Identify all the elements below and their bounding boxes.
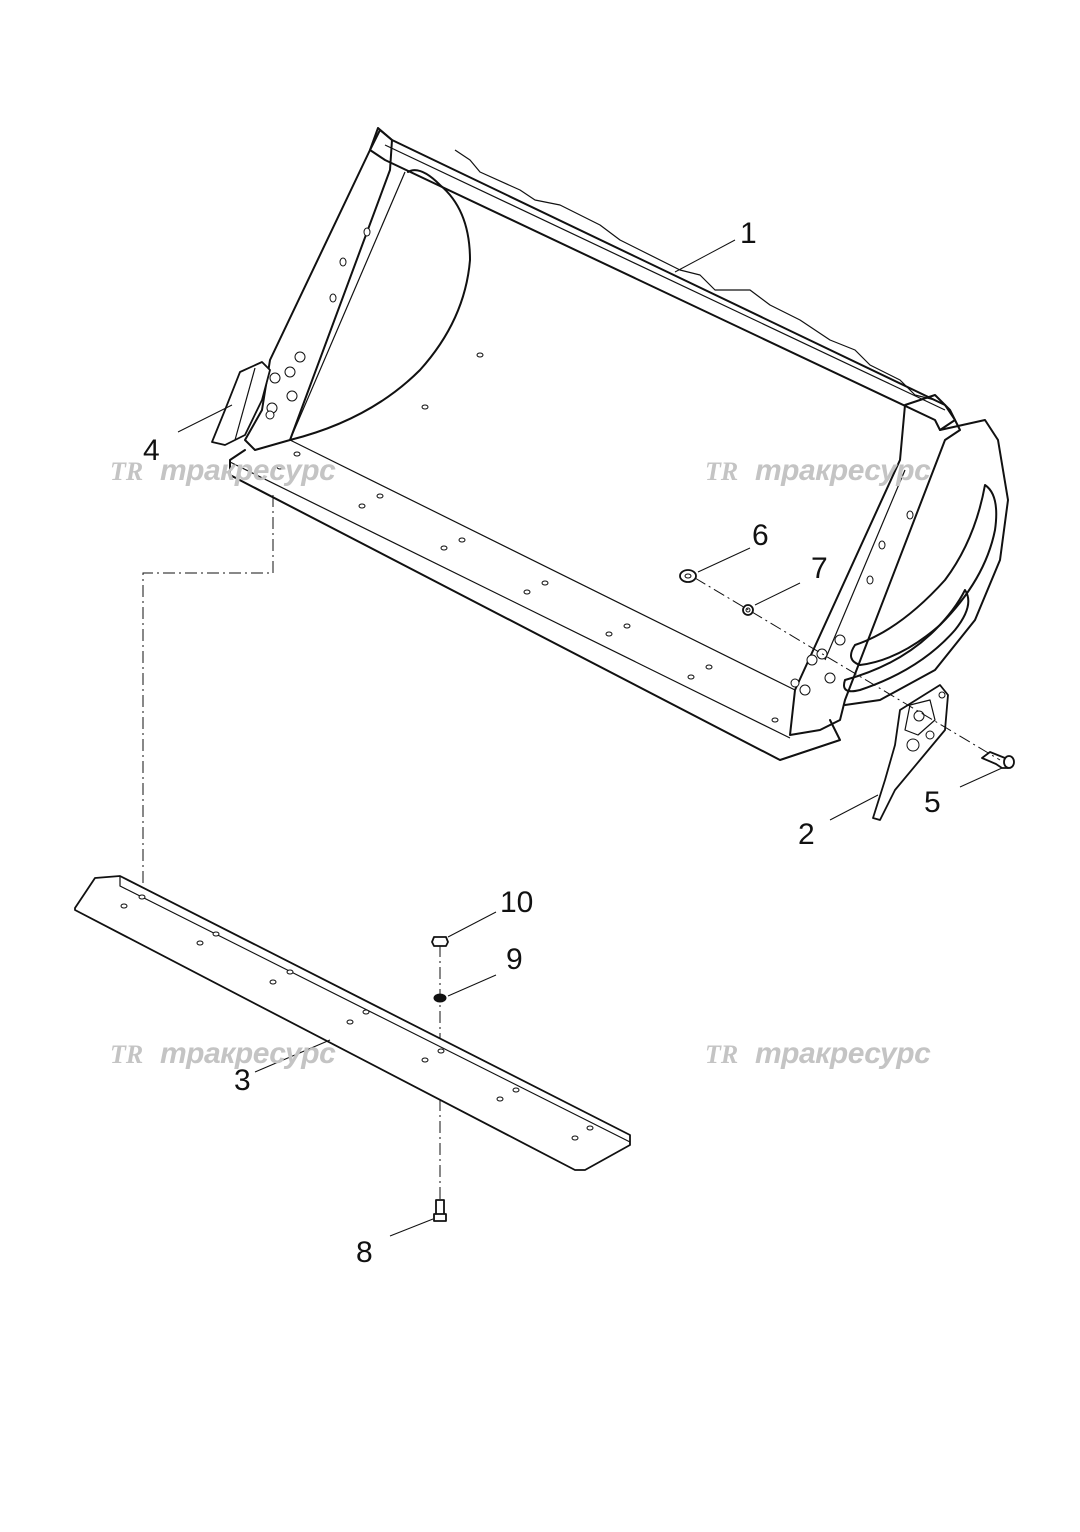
bucket-bottom-inner bbox=[229, 461, 791, 739]
watermark-logo: TR bbox=[705, 1040, 738, 1069]
left-cutter-fold bbox=[234, 367, 256, 441]
right-side-cutter-part-2 bbox=[872, 684, 949, 821]
callout-5: 5 bbox=[924, 786, 941, 819]
bottom-plate-holes bbox=[276, 451, 779, 723]
cutting-edge-bevel bbox=[119, 876, 631, 1143]
bucket-top-ribs bbox=[454, 149, 936, 401]
watermark-text: тракресурс bbox=[755, 1037, 931, 1070]
watermark-bottom-right: TR тракресурс bbox=[705, 1037, 932, 1070]
bolt-part-8 bbox=[433, 1199, 447, 1222]
callout-10: 10 bbox=[500, 886, 533, 919]
axis-left-edge bbox=[142, 495, 274, 897]
bucket-top-inner-edge bbox=[384, 144, 946, 411]
left-plate-holes bbox=[265, 227, 371, 420]
leader-5 bbox=[959, 767, 1003, 788]
watermark-text: тракресурс bbox=[755, 454, 931, 487]
right-cutter-boss bbox=[904, 699, 936, 736]
back-hole-2 bbox=[421, 404, 429, 410]
bucket-back-floor-edge bbox=[289, 439, 796, 691]
watermark-logo: TR bbox=[110, 1040, 143, 1069]
right-plate-holes bbox=[790, 510, 914, 696]
watermark-bottom-left: TR тракресурс bbox=[110, 1037, 337, 1070]
bucket-right-plate-inner bbox=[824, 469, 906, 661]
leader-lines bbox=[177, 239, 1003, 1237]
callout-6: 6 bbox=[752, 519, 769, 552]
leader-7 bbox=[754, 582, 801, 606]
watermark-text: тракресурс bbox=[160, 454, 336, 487]
leader-10 bbox=[447, 911, 497, 938]
nut-part-10 bbox=[431, 936, 449, 947]
callout-4: 4 bbox=[143, 434, 160, 467]
left-side-cutter-part-4 bbox=[211, 361, 271, 446]
callout-labels: 1 2 3 4 5 6 7 8 9 10 bbox=[143, 217, 941, 1269]
back-hole-1 bbox=[476, 352, 484, 358]
bucket-right-side-plate bbox=[789, 394, 961, 736]
leader-1 bbox=[674, 239, 736, 273]
watermark-logo: TR bbox=[705, 457, 738, 486]
bucket-left-inner-curve bbox=[289, 169, 471, 441]
right-cutter-body bbox=[872, 684, 949, 821]
right-cutter-hole-3 bbox=[925, 730, 935, 740]
callout-2: 2 bbox=[798, 818, 815, 851]
watermark-logo: TR bbox=[110, 457, 143, 486]
bucket-assembly bbox=[211, 127, 1009, 761]
cutting-edge-holes bbox=[120, 894, 594, 1141]
cutting-edge-part-3 bbox=[74, 875, 631, 1171]
bucket-bottom-plate bbox=[229, 449, 841, 761]
callout-9: 9 bbox=[506, 943, 523, 976]
washer-part-9 bbox=[433, 993, 447, 1003]
leader-4 bbox=[177, 404, 233, 433]
right-stiffener-upper bbox=[850, 484, 998, 666]
right-cutter-hole-4 bbox=[938, 691, 946, 699]
nut-part-6 bbox=[679, 569, 697, 583]
bucket-left-inner-edge bbox=[289, 171, 406, 441]
leader-6 bbox=[697, 547, 751, 573]
callout-1: 1 bbox=[740, 217, 757, 250]
watermark-top-left: TR тракресурс bbox=[110, 454, 337, 487]
callout-3: 3 bbox=[234, 1064, 251, 1097]
callout-7: 7 bbox=[811, 552, 828, 585]
right-stiffener-lower bbox=[843, 589, 970, 693]
leader-2 bbox=[829, 794, 879, 821]
leader-9 bbox=[447, 974, 497, 997]
leader-8 bbox=[389, 1218, 434, 1237]
watermark-text: тракресурс bbox=[160, 1037, 336, 1070]
watermark-top-right: TR тракресурс bbox=[705, 454, 932, 487]
axis-right-fastener bbox=[694, 577, 1001, 761]
right-cutter-hole-2 bbox=[906, 738, 920, 752]
callout-8: 8 bbox=[356, 1236, 373, 1269]
bucket-right-outer-shell bbox=[844, 419, 1009, 706]
leader-3 bbox=[254, 1039, 331, 1073]
bucket-left-side-plate bbox=[244, 127, 393, 451]
bucket-top-rail bbox=[369, 129, 956, 431]
right-cutter-hole-1 bbox=[913, 710, 925, 722]
bolt-part-5 bbox=[981, 751, 1015, 769]
bolt-5-head bbox=[1003, 755, 1015, 769]
